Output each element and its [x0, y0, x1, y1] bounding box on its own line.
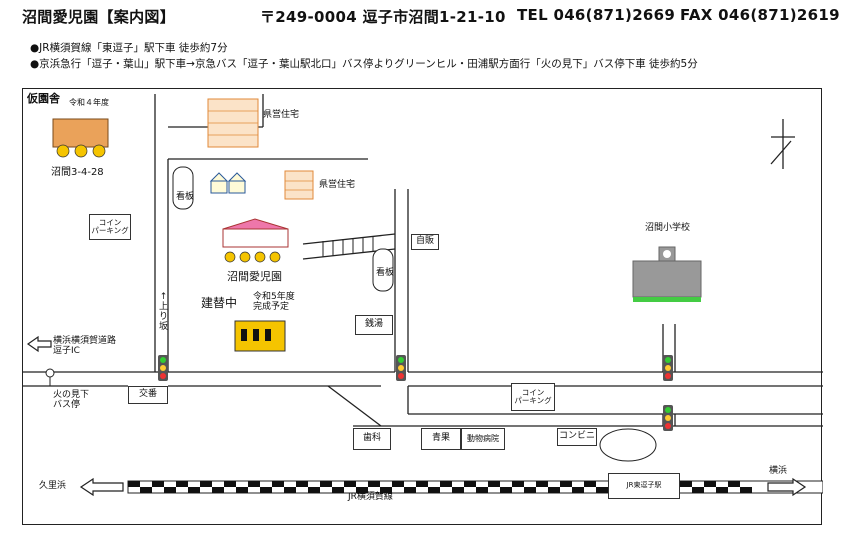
map-drawing — [23, 94, 823, 497]
elementary-school-label: 沼間小学校 — [645, 223, 691, 233]
page-title: 沼間愛児園【案内図】 — [22, 8, 176, 26]
prefectural-housing-label-2: 県営住宅 — [319, 180, 356, 190]
address-text: 〒249-0004 逗子市沼間1-21-10 — [260, 8, 506, 26]
fax-text: FAX 046(871)2619 — [680, 6, 840, 24]
signboard-label-2: 看板 — [376, 268, 395, 278]
completion-label: 令和5年度 完成予定 — [253, 292, 295, 312]
access-note-train: ●JR横須賀線「東逗子」駅下車 徒歩約7分 — [30, 42, 228, 54]
bus-stop-label: 火の見下 バス停 — [53, 390, 90, 410]
signboard-label-1: 看板 — [176, 192, 195, 202]
tel-text: TEL 046(871)2669 — [517, 6, 676, 24]
prefectural-housing-label-1: 県営住宅 — [263, 110, 300, 120]
sento-box: 銭湯 — [355, 315, 393, 335]
kurihama-label: 久里浜 — [39, 481, 67, 491]
greengrocer-box: 青果 — [421, 428, 461, 450]
coin-parking-1: コイン パーキング — [89, 214, 131, 240]
yokohama-label: 横浜 — [769, 466, 788, 476]
uphill-label: ↑ 上 り 坂 — [159, 292, 169, 332]
animal-hospital-box: 動物病院 — [461, 428, 505, 450]
railway-label: JR横須賀線 — [348, 492, 393, 502]
rebuilding-label: 建替中 — [201, 296, 238, 310]
coin-parking-2: コイン パーキング — [511, 383, 555, 411]
police-box: 交番 — [128, 386, 168, 404]
station-box: JR東逗子駅 — [608, 473, 680, 499]
expressway-label: 横浜横須賀道路 逗子IC — [53, 336, 117, 356]
map-frame: 仮園舎 令和４年度 沼間3-4-28 県営住宅 県営住宅 コイン パーキング コ… — [22, 88, 823, 525]
temp-building-year: 令和４年度 — [69, 98, 109, 107]
vending-machine: 自販 — [411, 234, 439, 250]
nursery-name: 沼間愛児園 — [227, 270, 282, 283]
convenience-store-box: コンビニ — [557, 428, 597, 446]
dentist-box: 歯科 — [353, 428, 391, 450]
access-note-bus: ●京浜急行「逗子・葉山」駅下車→京急バス「逗子・葉山駅北口」バス停よりグリーンヒ… — [30, 58, 698, 70]
temp-building-address: 沼間3-4-28 — [51, 167, 104, 178]
temp-building-label: 仮園舎 — [27, 92, 60, 105]
